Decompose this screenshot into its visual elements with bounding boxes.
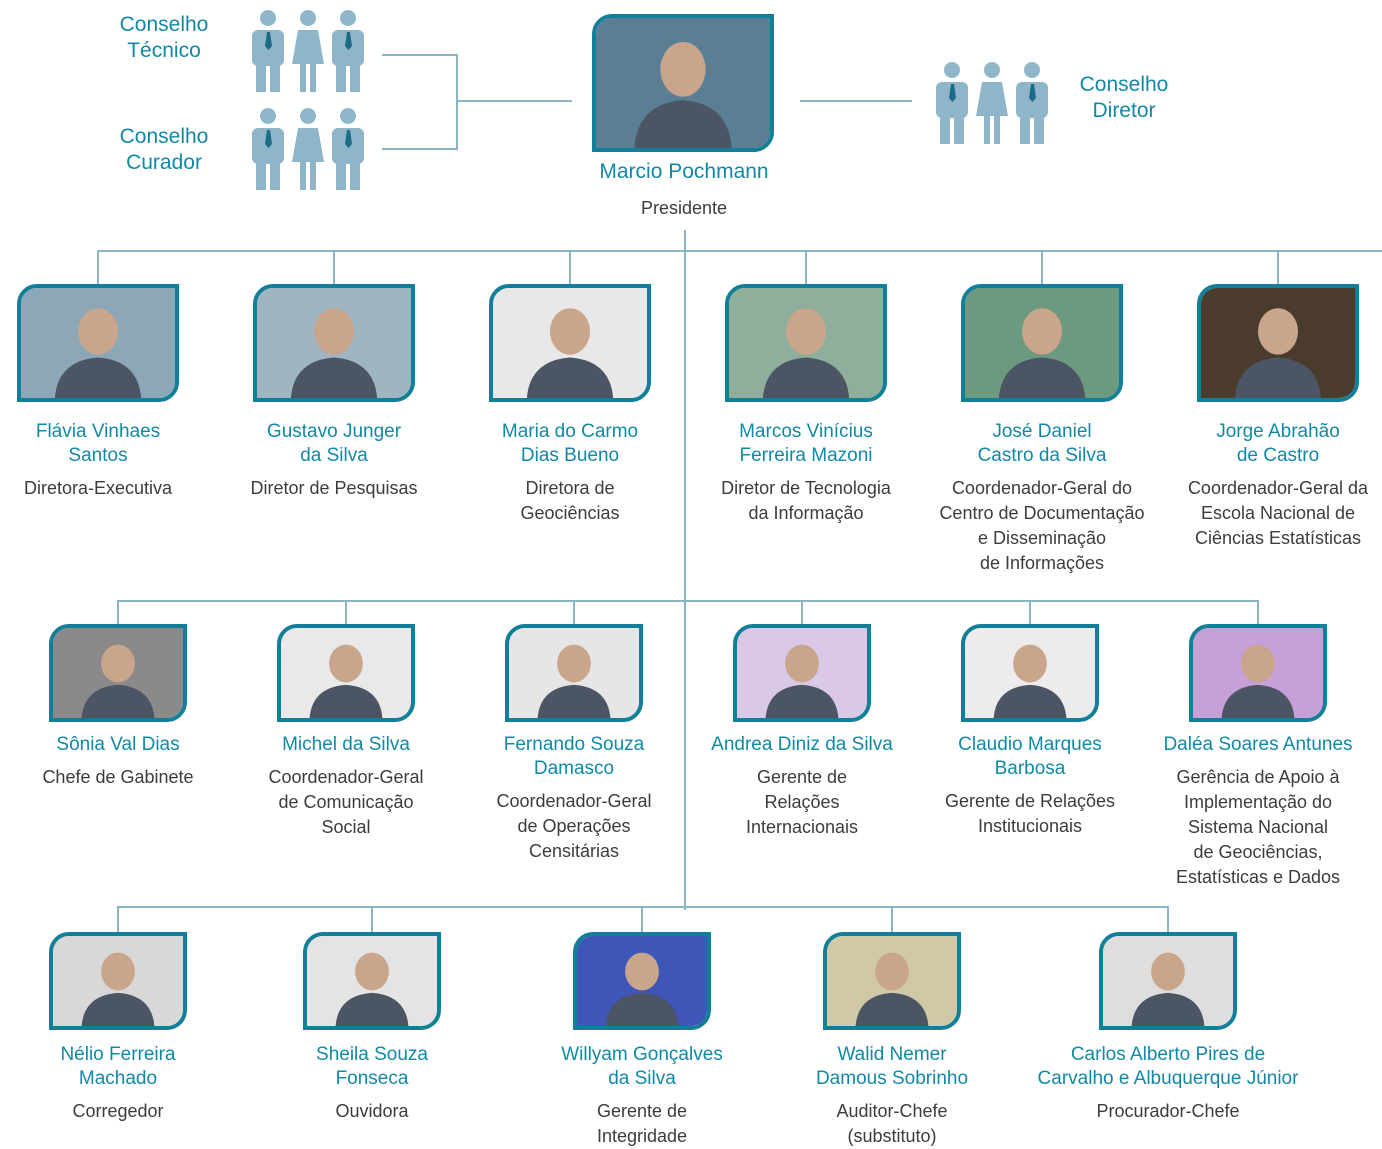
connector: [97, 250, 99, 284]
conselho-curador-label: Conselho Curador: [119, 125, 209, 174]
person-photo: [961, 624, 1099, 722]
person-name: Jorge Abrahão de Castro: [1216, 421, 1340, 466]
person-name: Andrea Diniz da Silva: [711, 734, 893, 755]
conselho-curador-icon: [248, 106, 368, 190]
person-role: Gerente de Integridade: [596, 1101, 688, 1146]
person-name: José Daniel Castro da Silva: [977, 421, 1107, 466]
person-name: Daléa Soares Antunes: [1163, 734, 1353, 755]
connector: [456, 54, 458, 150]
person-name: Nélio Ferreira Machado: [60, 1044, 176, 1089]
connector: [1257, 600, 1259, 624]
person-role: Corregedor: [72, 1101, 164, 1121]
person-name: Flávia Vinhaes Santos: [35, 421, 161, 466]
connector: [456, 100, 572, 102]
person-photo: [725, 284, 887, 402]
connector: [382, 148, 458, 150]
connector: [382, 54, 458, 56]
connector: [1167, 906, 1169, 932]
person-name: Fernando Souza Damasco: [503, 734, 645, 779]
president-role: Presidente: [640, 198, 728, 218]
person-photo: [1197, 284, 1359, 402]
person-photo: [1099, 932, 1237, 1030]
person-name: Sônia Val Dias: [56, 734, 180, 755]
president-photo: [592, 14, 774, 152]
person-photo: [49, 932, 187, 1030]
connector: [801, 600, 803, 624]
person-role: Diretora de Geociências: [520, 478, 620, 523]
person-role: Coordenador-Geral do Centro de Documenta…: [939, 478, 1145, 573]
connector: [569, 250, 571, 284]
person-photo: [573, 932, 711, 1030]
person-role: Gerência de Apoio à Implementação do Sis…: [1175, 767, 1341, 887]
person-name: Maria do Carmo Dias Bueno: [501, 421, 639, 466]
connector: [805, 250, 807, 284]
person-role: Procurador-Chefe: [1096, 1101, 1240, 1121]
person-role: Diretor de Pesquisas: [250, 478, 418, 498]
person-photo: [49, 624, 187, 722]
person-role: Gerente de Relações Institucionais: [944, 791, 1116, 836]
person-photo: [303, 932, 441, 1030]
person-photo: [505, 624, 643, 722]
connector: [573, 600, 575, 624]
person-photo: [961, 284, 1123, 402]
conselho-tecnico-label: Conselho Técnico: [119, 13, 209, 62]
conselho-diretor-icon: [932, 60, 1052, 144]
conselho-tecnico-icon: [248, 8, 368, 92]
person-name: Sheila Souza Fonseca: [316, 1044, 428, 1089]
person-name: Michel da Silva: [282, 734, 410, 755]
connector: [1277, 250, 1279, 284]
person-role: Ouvidora: [335, 1101, 409, 1121]
connector: [641, 906, 643, 932]
person-role: Diretora-Executiva: [23, 478, 173, 498]
person-role: Chefe de Gabinete: [42, 767, 194, 787]
connector: [333, 250, 335, 284]
connector: [1029, 600, 1031, 624]
person-name: Claudio Marques Barbosa: [958, 734, 1102, 779]
president-name: Marcio Pochmann: [599, 160, 769, 183]
connector: [891, 906, 893, 932]
person-photo: [253, 284, 415, 402]
connector: [117, 600, 119, 624]
person-role: Coordenador-Geral de Comunicação Social: [268, 767, 424, 837]
person-name: Willyam Gonçalves da Silva: [561, 1044, 723, 1089]
person-name: Marcos Vinícius Ferreira Mazoni: [739, 421, 873, 466]
connector: [800, 100, 912, 102]
connector: [98, 250, 1382, 252]
person-role: Diretor de Tecnologia da Informação: [721, 478, 891, 523]
person-role: Gerente de Relações Internacionais: [745, 767, 859, 837]
person-photo: [17, 284, 179, 402]
person-role: Coordenador-Geral de Operações Censitári…: [496, 791, 652, 861]
person-photo: [1189, 624, 1327, 722]
person-role: Auditor-Chefe (substituto): [836, 1101, 948, 1146]
person-photo: [277, 624, 415, 722]
person-role: Coordenador-Geral da Escola Nacional de …: [1187, 478, 1369, 548]
person-name: Carlos Alberto Pires de Carvalho e Albuq…: [1037, 1044, 1299, 1089]
person-photo: [489, 284, 651, 402]
person-name: Walid Nemer Damous Sobrinho: [815, 1044, 969, 1089]
connector: [1041, 250, 1043, 284]
connector: [371, 906, 373, 932]
connector: [118, 600, 1258, 602]
connector: [118, 906, 1168, 908]
person-photo: [733, 624, 871, 722]
connector: [345, 600, 347, 624]
person-name: Gustavo Junger da Silva: [266, 421, 402, 466]
connector: [117, 906, 119, 932]
connector: [684, 230, 686, 910]
conselho-diretor-label: Conselho Diretor: [1079, 73, 1169, 122]
person-photo: [823, 932, 961, 1030]
